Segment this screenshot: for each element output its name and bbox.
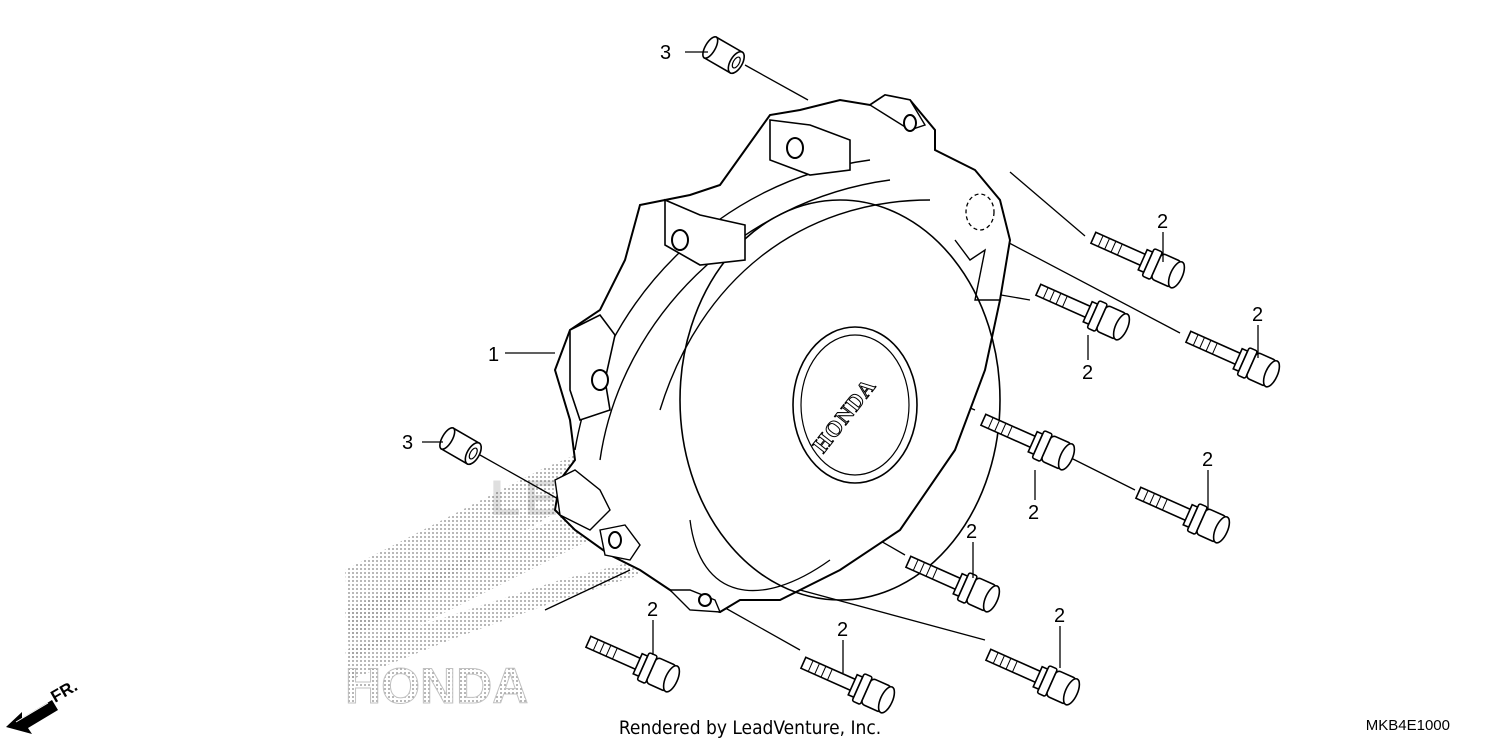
watermark-brand-text: HONDA [345,658,528,714]
callout-3-left: 3 [402,432,413,454]
bolt-3 [1181,322,1284,391]
callout-2-b: 2 [1252,304,1263,326]
callout-2-d: 2 [1202,449,1213,471]
bolt-9 [981,640,1084,709]
callout-2-g: 2 [647,599,658,621]
callout-2-e: 2 [1028,502,1039,524]
callout-2-i: 2 [1054,605,1065,627]
callout-2-h: 2 [837,619,848,641]
callout-leaders [422,51,1259,673]
part-code: MKB4E1000 [1365,717,1450,734]
callout-2-a: 2 [1157,211,1168,233]
callout-1: 1 [488,344,499,366]
dowel-pin-top [699,33,749,77]
render-credit: Rendered by LeadVenture, Inc. [618,717,882,739]
bolt-6 [901,547,1004,616]
bolt-7 [581,627,684,696]
bolt-2 [1031,275,1134,344]
callout-2-f: 2 [966,521,977,543]
callout-3-top: 3 [660,42,671,64]
callout-2-c: 2 [1082,362,1093,384]
bolt-1 [1086,223,1189,292]
generator-cover [553,93,1012,614]
dowel-pin-left [436,424,486,468]
bolt-5 [1131,478,1234,547]
bolt-8 [796,648,899,717]
